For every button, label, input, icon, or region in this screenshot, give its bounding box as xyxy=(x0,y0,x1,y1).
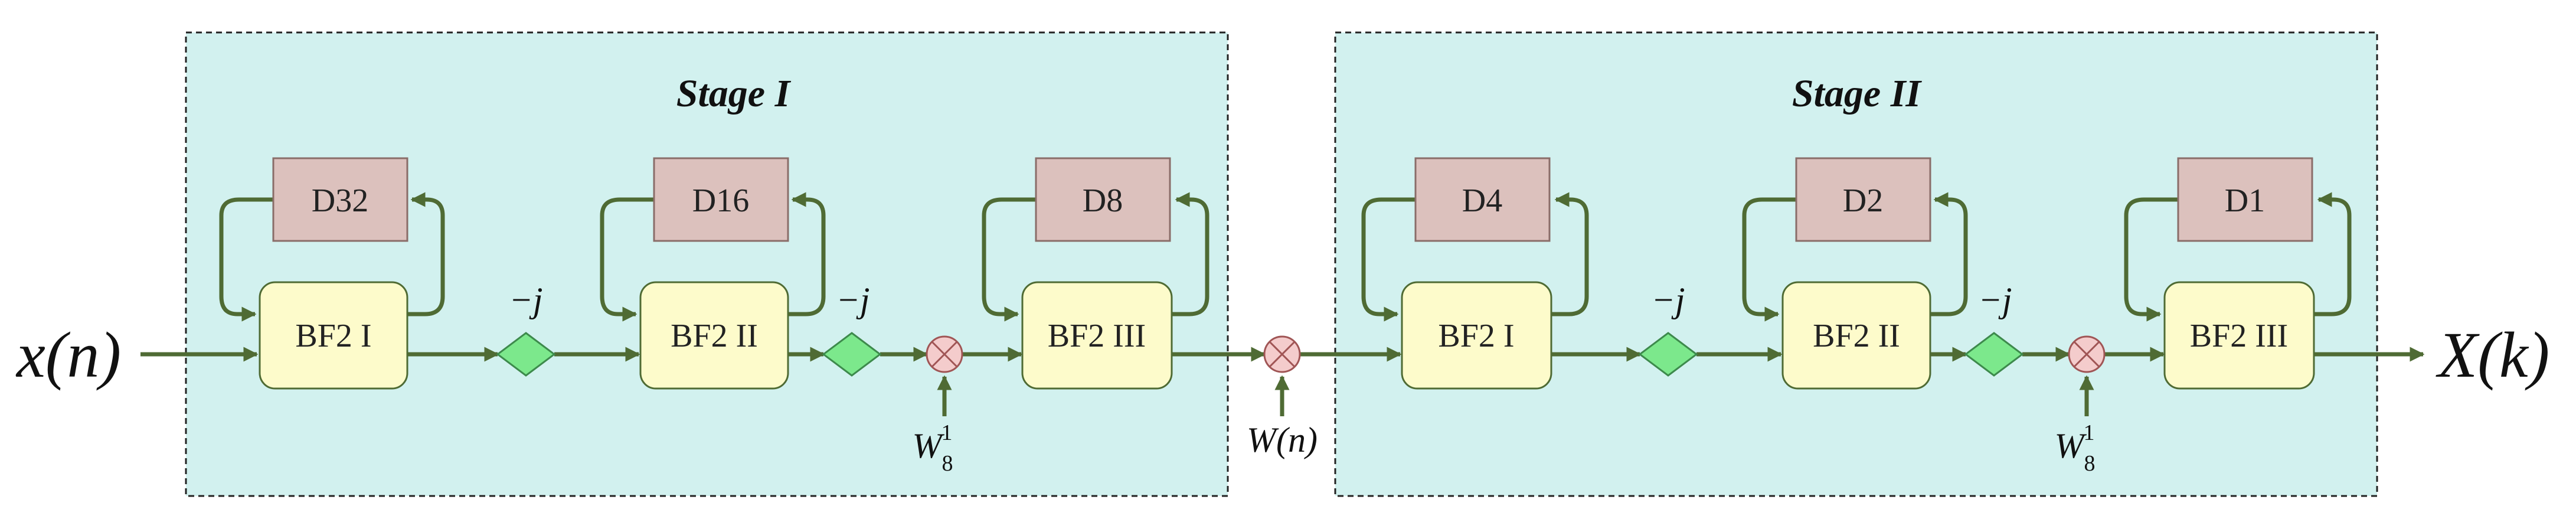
stage-2-box xyxy=(1334,31,2378,497)
delay-d8-label: D8 xyxy=(1083,182,1123,219)
rotator-4-label: −j xyxy=(1978,280,2012,319)
feedback-loop-5 xyxy=(1930,192,1968,316)
rotator-4: −j xyxy=(1964,280,2024,377)
feedback-loop-3-return xyxy=(982,197,1036,322)
multiplier-w8-2 xyxy=(2068,335,2106,373)
delay-d8: D8 xyxy=(1035,157,1171,242)
rotator-2: −j xyxy=(822,280,882,377)
stage-2-title: Stage II xyxy=(1792,72,1923,115)
twiddle-w8-1: W81 xyxy=(913,420,953,476)
feedback-loop-2 xyxy=(788,192,826,316)
butterfly-5: BF2 II xyxy=(1781,281,1931,390)
butterfly-4: BF2 I xyxy=(1401,281,1552,390)
butterfly-4-label: BF2 I xyxy=(1438,318,1514,354)
feedback-loop-6-return xyxy=(2124,197,2178,322)
delay-d32: D32 xyxy=(272,157,408,242)
twiddle-wn: W(n) xyxy=(1247,420,1318,459)
butterfly-3: BF2 III xyxy=(1021,281,1173,390)
delay-d1-label: D1 xyxy=(2225,182,2265,219)
twiddle-w8-2: W81 xyxy=(2055,420,2096,476)
output-label: X(k) xyxy=(2436,319,2549,391)
feedback-loop-5-return xyxy=(1742,197,1796,322)
butterfly-1: BF2 I xyxy=(259,281,408,390)
feedback-loop-6 xyxy=(2314,192,2352,316)
feedback-loop-1-return xyxy=(219,197,273,322)
butterfly-3-label: BF2 III xyxy=(1048,318,1146,354)
feedback-loop-4-return xyxy=(1361,197,1416,322)
rotator-1: −j xyxy=(496,280,556,377)
feedback-loop-4 xyxy=(1551,192,1589,316)
feedback-loop-3 xyxy=(1172,192,1209,316)
butterfly-6-label: BF2 III xyxy=(2190,318,2288,354)
delay-d16-label: D16 xyxy=(692,182,749,219)
multiplier-wn xyxy=(1263,335,1301,373)
input-label: x(n) xyxy=(15,319,121,391)
delay-d2: D2 xyxy=(1795,157,1931,242)
feedback-loop-1 xyxy=(407,192,445,316)
delay-d1: D1 xyxy=(2177,157,2313,242)
delay-d4-label: D4 xyxy=(1462,182,1502,219)
butterfly-5-label: BF2 II xyxy=(1813,318,1900,354)
multiplier-w8-1 xyxy=(926,335,963,373)
rotator-1-label: −j xyxy=(509,280,542,319)
stage-1-box xyxy=(185,31,1229,497)
butterfly-2-label: BF2 II xyxy=(671,318,758,354)
butterfly-1-label: BF2 I xyxy=(295,318,371,354)
rotator-3: −j xyxy=(1638,280,1698,377)
stage-1-title: Stage I xyxy=(676,72,792,115)
delay-d32-label: D32 xyxy=(312,182,368,219)
delay-d2-label: D2 xyxy=(1843,182,1883,219)
rotator-2-label: −j xyxy=(836,280,869,319)
rotator-3-label: −j xyxy=(1651,280,1685,319)
feedback-loop-2-return xyxy=(600,197,654,322)
delay-d4: D4 xyxy=(1414,157,1551,242)
butterfly-6: BF2 III xyxy=(2163,281,2315,390)
delay-d16: D16 xyxy=(653,157,789,242)
butterfly-2: BF2 II xyxy=(639,281,789,390)
